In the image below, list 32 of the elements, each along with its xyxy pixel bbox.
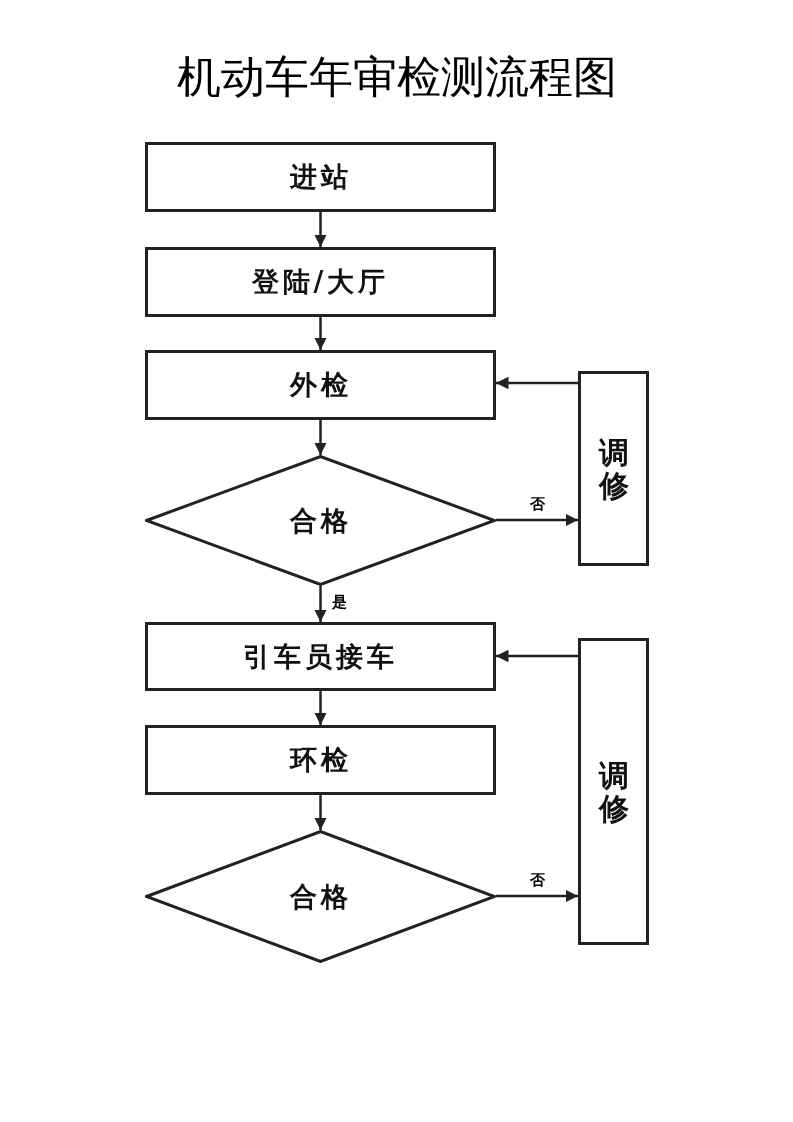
arrow [496,513,578,527]
arrow [314,212,327,247]
node-label: 调修 [598,758,629,825]
process-box [578,638,649,945]
process-box [145,622,496,691]
process-box [145,725,496,795]
process-box [145,247,496,317]
node-label: 引车员接车 [243,639,398,674]
node-label: 环检 [289,743,352,777]
arrow [314,691,327,725]
edge-label: 是 [330,594,349,611]
node-label: 外检 [289,368,352,402]
process-box [578,371,649,566]
node-label: 合格 [289,503,352,538]
diagram-title: 机动车年审检测流程图 [175,50,618,104]
arrow [496,889,578,903]
arrow [496,376,578,390]
arrow [496,649,578,663]
process-box [145,350,496,420]
edge-label: 否 [528,872,547,889]
decision-diamond [145,830,496,963]
decision-diamond [145,455,496,586]
node-label: 调修 [598,435,629,502]
arrow [314,795,327,830]
node-label: 登陆/大厅 [251,265,390,299]
arrow [314,586,327,622]
arrow [314,317,327,350]
node-label: 合格 [289,879,352,914]
arrow [314,420,327,455]
process-box [145,142,496,212]
node-label: 进站 [289,160,352,194]
edge-label: 否 [528,496,547,513]
